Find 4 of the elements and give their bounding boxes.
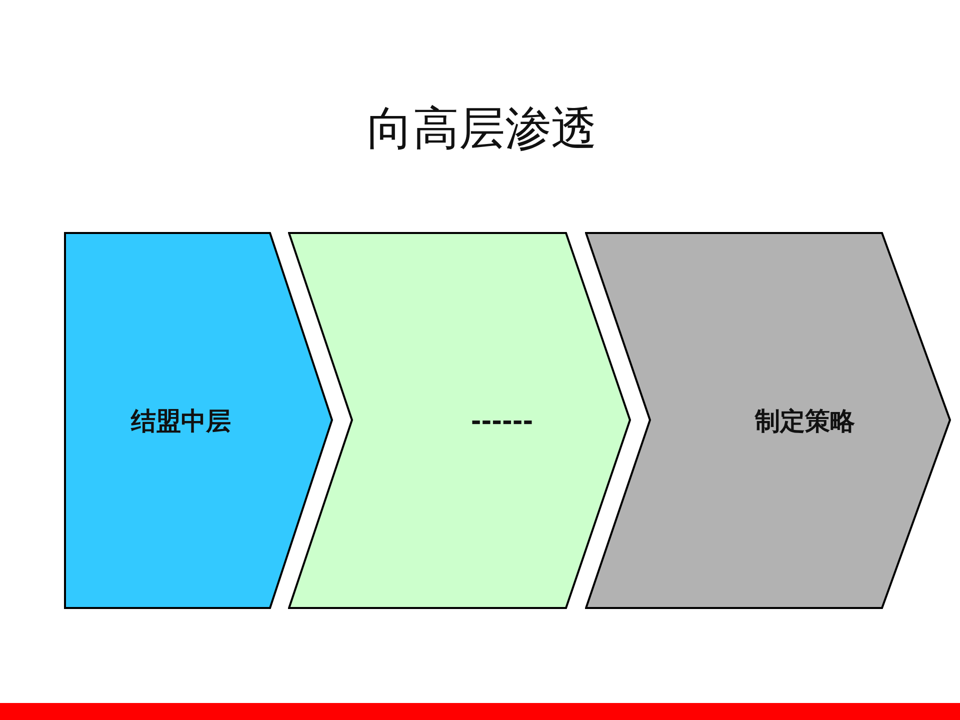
chevron-label: ------: [470, 406, 534, 436]
chevron-label: 制定策略: [755, 406, 855, 438]
chevron-label: 结盟中层: [131, 406, 231, 438]
title: 向高层渗透: [366, 100, 598, 157]
